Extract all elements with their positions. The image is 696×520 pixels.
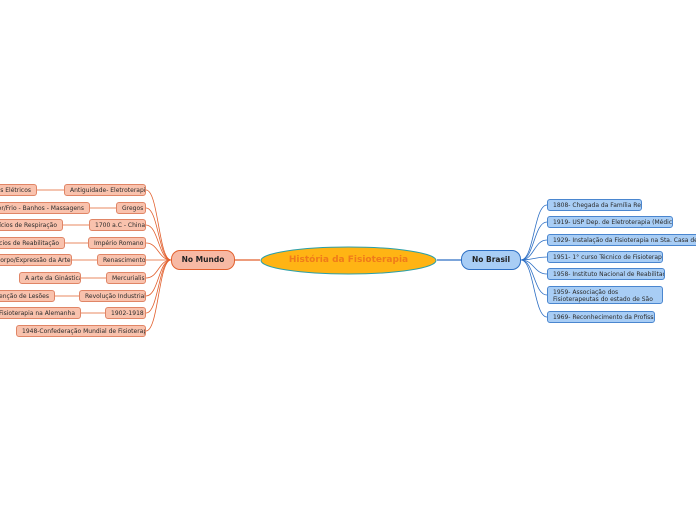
topic-revolucao-industrial[interactable]: Revolução Industrial xyxy=(79,290,146,302)
branch-no-brasil[interactable]: No Brasil xyxy=(461,250,521,270)
brasil-1969[interactable]: 1969- Reconhecimento da Profissão xyxy=(547,311,655,323)
branch-no-mundo[interactable]: No Mundo xyxy=(171,250,235,270)
subtopic-exercicios-reabilitacao[interactable]: Exercícios de Reabilitação xyxy=(0,237,65,249)
subtopic-prevencao-lesoes[interactable]: Prevenção de Lesões xyxy=(0,290,55,302)
topic-mercurialis[interactable]: Mercurialis xyxy=(106,272,146,284)
connector-left-6 xyxy=(145,259,172,297)
connector-left-2 xyxy=(145,224,172,261)
root-label: História da Fisioterapia xyxy=(288,255,409,265)
connector-left-8 xyxy=(145,259,172,332)
connector-right-1 xyxy=(520,221,548,261)
root-ellipse xyxy=(260,246,437,275)
subtopic-exercicios-respiracao[interactable]: Exercícios de Respiração xyxy=(0,219,63,231)
connector-left-3 xyxy=(145,242,172,261)
connector-left-0 xyxy=(145,189,172,261)
connector-left-7 xyxy=(145,259,172,314)
brasil-1951[interactable]: 1951- 1° curso Técnico de Fisioterapia xyxy=(547,251,663,263)
root-node[interactable]: História da Fisioterapia xyxy=(260,246,437,275)
connector-left-1 xyxy=(145,207,172,261)
brasil-1958[interactable]: 1958- Instituto Nacional de Reabilitação xyxy=(547,268,665,280)
topic-gregos[interactable]: Gregos xyxy=(116,202,146,214)
topic-imperio-romano[interactable]: Império Romano xyxy=(88,237,146,249)
topic-renascimento[interactable]: Renascimento xyxy=(97,254,146,266)
brasil-1808[interactable]: 1808- Chegada da Família Real xyxy=(547,199,642,211)
subtopic-corpo-expressao[interactable]: Corpo/Expressão da Arte xyxy=(0,254,72,266)
brasil-1929[interactable]: 1929- Instalação da Fisioterapia na Sta.… xyxy=(547,234,696,246)
subtopic-calor-frio[interactable]: Calor/Frio - Banhos - Massagens xyxy=(0,202,90,214)
topic-antiguidade[interactable]: Antiguidade- Eletroterapia xyxy=(64,184,146,196)
brasil-1919[interactable]: 1919- USP Dep. de Eletroterapia (Médico) xyxy=(547,216,673,228)
brasil-1959[interactable]: 1959- Associação dos Fisioterapeutas do … xyxy=(547,286,663,304)
topic-1700ac-china[interactable]: 1700 a.C - China xyxy=(89,219,146,231)
topic-1902-1918[interactable]: 1902-1918 xyxy=(105,307,146,319)
subtopic-escola-alemanha[interactable]: Escola de Fisioterapia na Alemanha xyxy=(0,307,81,319)
subtopic-arte-ginastica[interactable]: A arte da Ginástica xyxy=(19,272,81,284)
subtopic-peixes-eletricos[interactable]: Peixes Elétricos xyxy=(0,184,37,196)
connector-right-6 xyxy=(520,259,548,318)
connector-right-2 xyxy=(520,239,548,261)
connector-right-0 xyxy=(520,204,548,261)
topic-1948-confederacao[interactable]: 1948-Confederação Mundial de Fisioterapi… xyxy=(16,325,146,337)
